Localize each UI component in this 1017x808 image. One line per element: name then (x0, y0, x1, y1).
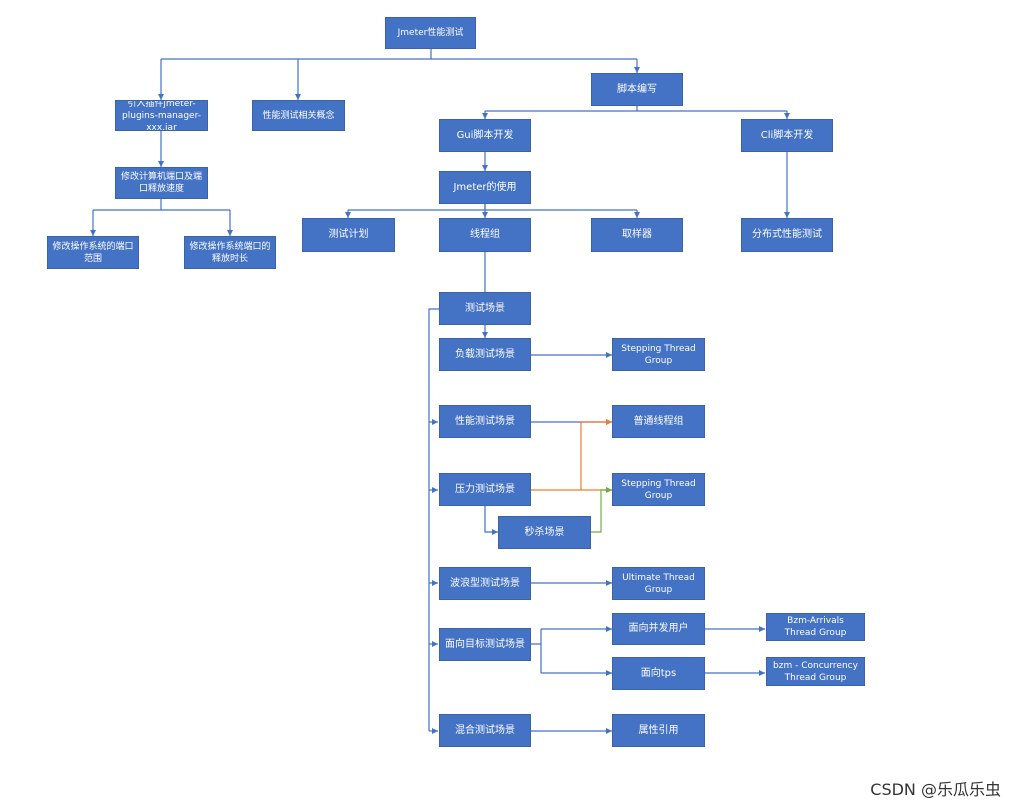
node-thread-group: 线程组 (439, 218, 531, 252)
node-mixed: 混合测试场景 (439, 714, 531, 747)
node-load: 负载测试场景 (439, 338, 531, 371)
edge-script-bus (485, 106, 787, 112)
node-ultimate: Ultimate Thread Group (612, 567, 705, 600)
node-script: 脚本编写 (591, 73, 683, 106)
watermark: CSDN @乐瓜乐虫 (870, 780, 1001, 799)
node-wave: 波浪型测试场景 (439, 567, 531, 600)
node-concurrent: 面向并发用户 (612, 613, 705, 645)
node-scenario: 测试场景 (439, 292, 531, 325)
node-distributed: 分布式性能测试 (741, 218, 833, 252)
node-normal-tg: 普通线程组 (612, 405, 705, 438)
node-gui: Gui脚本开发 (439, 119, 531, 152)
node-perf: 性能测试场景 (439, 405, 531, 438)
node-stepping-2: Stepping Thread Group (612, 473, 705, 506)
edge-port-bus (93, 199, 230, 211)
node-cli: Cli脚本开发 (741, 119, 833, 152)
node-root: Jmeter性能测试 (385, 17, 476, 49)
edge-stress-normal-orange (531, 419, 612, 491)
edge-use-bus (348, 204, 637, 211)
edge-flash-stepping-green (591, 487, 612, 533)
node-goal: 面向目标测试场景 (439, 628, 531, 661)
node-stepping-1: Stepping Thread Group (612, 338, 705, 371)
node-port-release: 修改操作系统端口的释放时长 (184, 236, 276, 269)
node-tps: 面向tps (612, 657, 705, 690)
node-port-range: 修改操作系统的端口范围 (47, 236, 139, 269)
node-attr: 属性引用 (612, 714, 705, 747)
node-sampler: 取样器 (591, 218, 683, 252)
node-arrivals: Bzm-Arrivals Thread Group (766, 613, 865, 641)
node-plugin: 引入插件jmeter-plugins-manager-xxx.jar (115, 100, 208, 131)
edge-root-bus (161, 49, 637, 60)
node-concurrency: bzm - Concurrency Thread Group (766, 657, 865, 686)
edge-goal-bus (531, 629, 542, 673)
edge-stress-flash (484, 506, 498, 535)
node-jmeter-use: Jmeter的使用 (439, 171, 531, 204)
edge-scenario-spine (428, 308, 439, 731)
node-concept: 性能测试相关概念 (252, 100, 345, 131)
node-port: 修改计算机端口及端口释放速度 (115, 167, 208, 199)
node-flash: 秒杀场景 (498, 516, 591, 549)
node-stress: 压力测试场景 (439, 473, 531, 506)
node-test-plan: 测试计划 (302, 218, 395, 252)
